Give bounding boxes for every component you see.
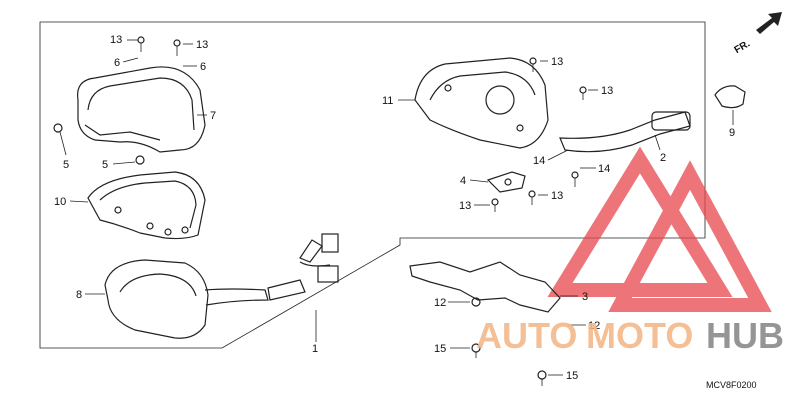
callout-7: 7 bbox=[210, 110, 216, 122]
frame-outline bbox=[39, 21, 706, 349]
callout-14-left: 14 bbox=[533, 155, 545, 167]
bolts bbox=[53, 36, 587, 386]
callout-11: 11 bbox=[382, 95, 393, 107]
callout-13-top-middle: 13 bbox=[196, 39, 208, 51]
callout-13-top-left: 13 bbox=[110, 34, 122, 46]
callout-13-right: 13 bbox=[601, 85, 613, 97]
diagram-code: MCV8F0200 bbox=[706, 380, 757, 390]
callout-6-left: 6 bbox=[114, 57, 120, 69]
watermark-text: AUTO MOTO HUB bbox=[476, 315, 784, 356]
callout-15-left: 15 bbox=[434, 343, 446, 355]
callout-1: 1 bbox=[312, 343, 318, 355]
watermark-auto: AUTO bbox=[476, 315, 577, 356]
callout-5-center: 5 bbox=[102, 159, 108, 171]
callout-8: 8 bbox=[76, 289, 82, 301]
callout-13-upper-right: 13 bbox=[551, 56, 563, 68]
small-bracket bbox=[486, 171, 526, 193]
callout-12-left: 12 bbox=[434, 297, 446, 309]
leader-lines bbox=[59, 39, 734, 376]
callout-13-bracket-left: 13 bbox=[459, 200, 471, 212]
meter-cover bbox=[77, 66, 206, 153]
watermark-hub: HUB bbox=[706, 315, 784, 356]
callout-3: 3 bbox=[582, 291, 588, 303]
watermark-logo bbox=[547, 146, 772, 312]
callout-2: 2 bbox=[660, 152, 666, 164]
callout-14-right: 14 bbox=[598, 163, 610, 175]
callout-15-right: 15 bbox=[566, 370, 578, 382]
callout-13-bracket-right: 13 bbox=[551, 190, 563, 202]
meter-assembly bbox=[104, 233, 339, 339]
callout-numbers: 13 13 6 6 7 5 5 10 8 1 11 13 13 9 2 14 1… bbox=[54, 34, 735, 382]
callout-6-right: 6 bbox=[200, 61, 206, 73]
cable-assembly bbox=[559, 85, 746, 153]
callout-4: 4 bbox=[460, 175, 466, 187]
meter-ring bbox=[87, 171, 206, 240]
callout-10: 10 bbox=[54, 196, 66, 208]
callout-9: 9 bbox=[729, 127, 735, 139]
stay-bracket bbox=[409, 261, 561, 313]
callout-12-right: 12 bbox=[588, 320, 600, 332]
callout-5-left: 5 bbox=[63, 159, 69, 171]
front-direction-label: FR. bbox=[733, 38, 753, 56]
watermark-moto: MOTO bbox=[586, 315, 693, 356]
front-direction-arrow: FR. bbox=[733, 12, 782, 56]
upper-housing bbox=[414, 57, 549, 149]
